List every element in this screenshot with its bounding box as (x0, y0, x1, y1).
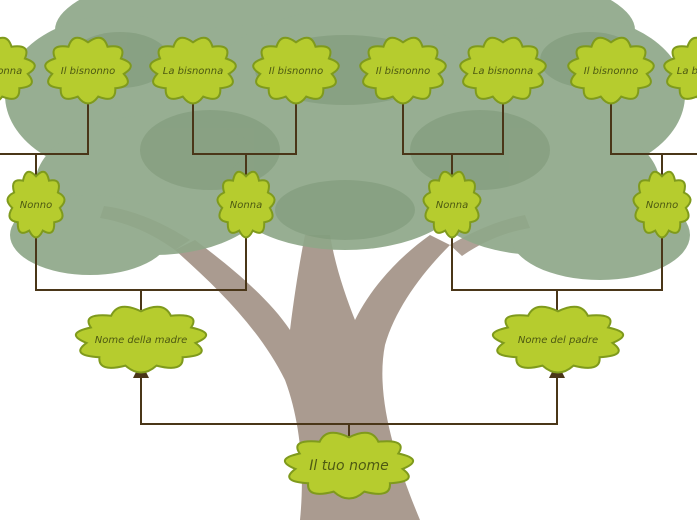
node-great-grandparent[interactable]: La bisnonna (149, 36, 237, 105)
connector-gg-pair (0, 101, 89, 155)
node-parent[interactable]: Nome del padre (491, 305, 625, 374)
cloud-shape (422, 170, 482, 239)
arrow-to-mother (133, 362, 349, 425)
node-grandparent[interactable]: Nonno (6, 170, 66, 239)
cloud-shape (6, 170, 66, 239)
node-label: Nonno (646, 200, 678, 211)
connector-gg-pair (610, 101, 697, 155)
node-label: Nome della madre (95, 335, 188, 346)
node-great-grandparent[interactable]: Il bisnonno (359, 36, 447, 105)
cloud-shape (567, 36, 655, 105)
connector-lines (0, 101, 697, 436)
node-label: La bisnonna (473, 66, 533, 77)
arrow-to-father (349, 362, 565, 425)
node-label: La bisnonna (0, 66, 22, 77)
connector-gg-pair (192, 101, 297, 155)
cloud-shape (74, 305, 208, 374)
cloud-shape (283, 431, 415, 500)
node-great-grandparent[interactable]: La bisnonna (663, 36, 697, 104)
cloud-shape (663, 36, 697, 100)
cloud-shape (44, 36, 132, 105)
node-label: Nonna (230, 200, 262, 211)
cloud-shape (252, 36, 340, 105)
node-self[interactable]: Il tuo nome (283, 431, 415, 500)
node-label: Il bisnonno (376, 66, 431, 77)
cloud-shape (359, 36, 447, 105)
node-label: Il bisnonno (584, 66, 639, 77)
node-grandparent[interactable]: Nonno (632, 170, 692, 239)
node-label: Nome del padre (518, 335, 598, 346)
node-great-grandparent[interactable]: La bisnonna (0, 36, 36, 104)
node-grandparent[interactable]: Nonna (422, 170, 482, 239)
node-label: La bisnonna (163, 66, 223, 77)
node-label: La bisnonna (677, 66, 697, 77)
node-label: Nonno (20, 200, 52, 211)
node-great-grandparent[interactable]: Il bisnonno (252, 36, 340, 105)
node-label: Il tuo nome (309, 458, 389, 474)
cloud-shape (216, 170, 276, 239)
node-grandparent[interactable]: Nonna (216, 170, 276, 239)
cloud-shape (0, 36, 36, 101)
node-great-grandparent[interactable]: La bisnonna (459, 36, 547, 105)
node-parent[interactable]: Nome della madre (74, 305, 208, 374)
cloud-shape (491, 305, 625, 374)
node-label: Il bisnonno (61, 66, 116, 77)
node-label: Nonna (436, 200, 468, 211)
cloud-shape (632, 170, 692, 239)
node-label: Il bisnonno (269, 66, 324, 77)
node-great-grandparent[interactable]: Il bisnonno (44, 36, 132, 105)
cloud-shape (459, 36, 547, 105)
cloud-shape (149, 36, 237, 105)
node-great-grandparent[interactable]: Il bisnonno (567, 36, 655, 105)
tree-nodes: La bisnonna Il bisnonno La bisnonna Il bisn… (0, 36, 697, 500)
